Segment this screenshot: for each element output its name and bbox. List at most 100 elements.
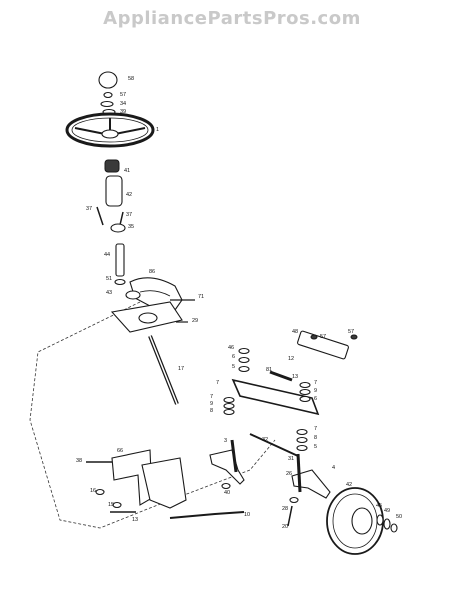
callout-c28: 28 (282, 506, 289, 512)
callout-c32: 32 (262, 437, 269, 443)
pinion-43 (125, 290, 141, 300)
callout-c44: 44 (104, 252, 111, 258)
washer-34 (100, 100, 114, 108)
callout-c4: 4 (332, 465, 336, 471)
cap-50 (390, 523, 398, 533)
callout-c51: 51 (106, 276, 113, 282)
washer-9a (223, 402, 235, 410)
callout-c31: 31 (288, 456, 295, 462)
washer-5b (296, 444, 308, 452)
callout-c12: 12 (288, 356, 295, 362)
adapter-41 (104, 159, 120, 173)
callout-c71: 71 (198, 294, 205, 300)
washer-49 (383, 518, 391, 530)
front-axle (231, 378, 320, 416)
bellows-42 (105, 175, 123, 207)
bushing-35 (110, 223, 126, 233)
washer-28 (289, 496, 299, 504)
washer-16 (95, 488, 105, 496)
spacer-6a (238, 356, 250, 364)
axle-bracket-48 (297, 330, 349, 360)
callout-c7b: 7 (210, 394, 214, 400)
callout-c13b: 13 (132, 517, 139, 523)
washer-7b (223, 396, 235, 404)
callout-c50: 50 (396, 514, 403, 520)
washer-40 (221, 482, 231, 490)
bolt-37a (96, 206, 104, 226)
plate-boss (138, 312, 158, 324)
steering-cap (98, 71, 118, 89)
washer-8a (223, 408, 235, 416)
callout-c66: 66 (117, 448, 124, 454)
callout-c26: 26 (286, 471, 293, 477)
callout-c43: 43 (106, 290, 113, 296)
callout-c8b: 8 (314, 435, 318, 441)
callout-c7d: 7 (314, 426, 318, 432)
callout-c81: 81 (266, 367, 273, 373)
nut-57 (103, 91, 113, 99)
bracket-66 (111, 449, 153, 506)
washer-7d (296, 428, 308, 436)
callout-c46: 46 (228, 345, 235, 351)
gear-teeth (139, 290, 171, 297)
callout-c39: 39 (120, 109, 127, 115)
callout-c3: 3 (224, 438, 228, 444)
callout-c13: 13 (292, 374, 299, 380)
front-wheel-hub (351, 507, 373, 535)
nut-51 (114, 278, 126, 286)
callout-c49: 49 (384, 508, 391, 514)
callout-c86: 86 (149, 269, 156, 275)
washer-9b (299, 388, 311, 396)
callout-c34: 34 (120, 101, 127, 107)
callout-c7c: 7 (314, 380, 318, 386)
callout-c5b: 5 (314, 444, 318, 450)
nut-15 (112, 501, 122, 509)
bolt-57b (310, 334, 318, 340)
callout-c1: 1 (156, 127, 160, 133)
washer-8b (296, 436, 308, 444)
washer-7c (299, 381, 311, 389)
callout-c6b: 6 (314, 396, 318, 402)
pivot-rod-81 (269, 370, 293, 382)
steering-shaft-core (149, 335, 178, 405)
callout-c6a: 6 (232, 354, 236, 360)
washer-5a (238, 365, 250, 373)
steering-hub (101, 129, 119, 139)
washer-6b (299, 395, 311, 403)
callout-c48: 48 (292, 329, 299, 335)
spindle-right-4 (291, 469, 331, 499)
callout-c20: 20 (282, 524, 289, 530)
callout-c7a: 7 (216, 380, 220, 386)
watermark: AppliancePartsPros.com (103, 8, 361, 29)
bolt-20 (287, 505, 293, 527)
callout-c42: 42 (126, 192, 133, 198)
bolt-37b (119, 211, 124, 226)
callout-c57b: 57 (320, 334, 327, 340)
callout-c35: 35 (128, 224, 135, 230)
callout-c40: 40 (224, 490, 231, 496)
callout-c58: 58 (128, 76, 135, 82)
callout-c9b: 9 (314, 388, 318, 394)
callout-c15: 15 (108, 502, 115, 508)
callout-c57c: 57 (348, 329, 355, 335)
washer-46 (238, 347, 250, 355)
drag-link-10 (169, 511, 245, 519)
callout-c41: 41 (124, 168, 131, 174)
callout-c5a: 5 (232, 364, 236, 370)
callout-c29: 29 (192, 318, 199, 324)
callout-c38: 38 (76, 458, 83, 464)
shaft-44 (115, 243, 125, 277)
bracket-plate (141, 457, 187, 509)
bolt-57c (350, 334, 358, 340)
tie-rod-31 (249, 433, 299, 457)
spindle-left-post (230, 439, 238, 473)
callout-c37a: 37 (86, 206, 93, 212)
callout-c16: 16 (90, 488, 97, 494)
callout-c37b: 37 (126, 212, 133, 218)
callout-c57a: 57 (120, 92, 127, 98)
callout-c17: 17 (178, 366, 185, 372)
callout-c9a: 9 (210, 401, 214, 407)
callout-c8a: 8 (210, 408, 214, 414)
